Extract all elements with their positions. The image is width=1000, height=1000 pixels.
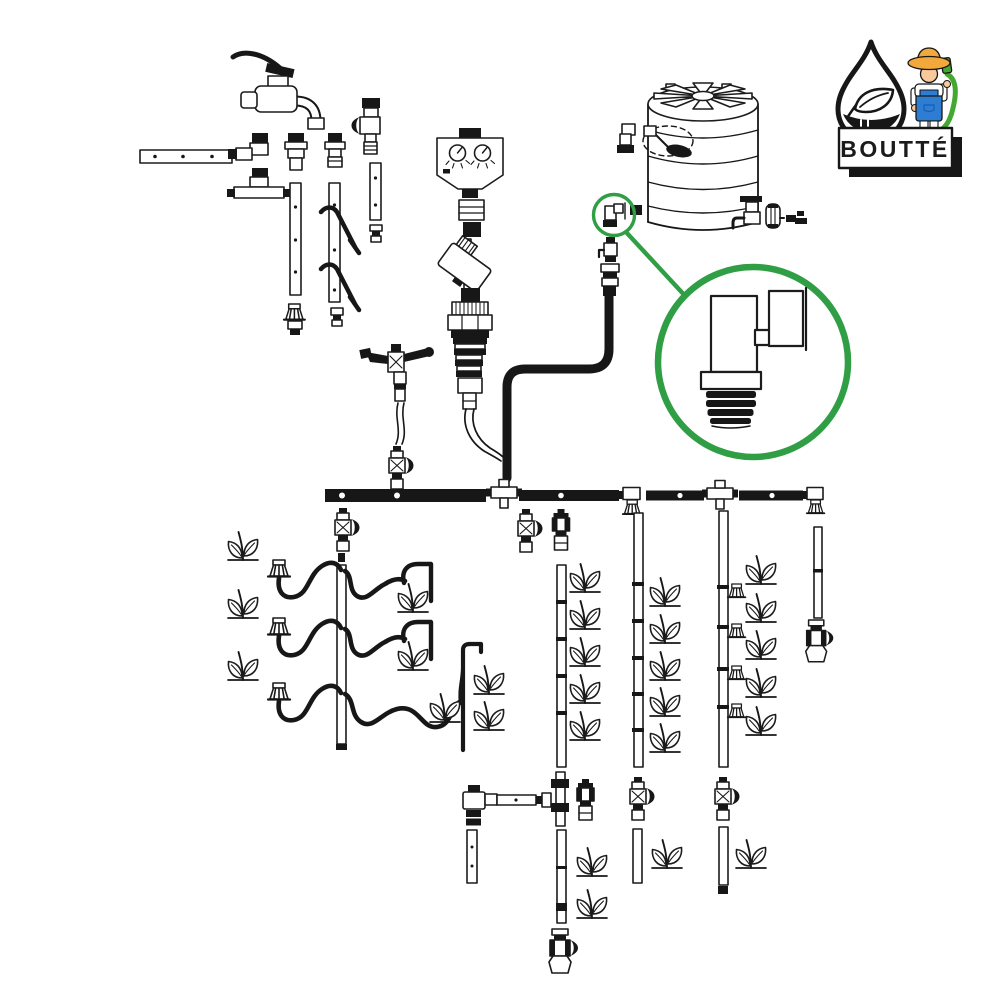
drip-line-3 (717, 510, 777, 768)
tank-lid-star (653, 82, 753, 110)
perforated-pipe-horizontal (139, 149, 233, 164)
plant (649, 687, 681, 717)
tap-thread-connector (284, 133, 308, 171)
impact-sprinkler (359, 344, 434, 445)
tank-inlet-elbow (617, 123, 636, 153)
pressure-reducer (447, 301, 493, 410)
plant (569, 711, 601, 741)
plant (227, 651, 259, 681)
sprinkler-on-base (548, 928, 579, 974)
drip-line-4 (804, 526, 835, 663)
micro-sprinkler (726, 703, 747, 719)
plant (576, 889, 608, 919)
watering-timer (436, 128, 504, 198)
perforated-pipe-vertical-3 (369, 162, 383, 243)
plant (745, 555, 777, 585)
inline-tap-valve-1 (334, 507, 361, 552)
micro-sprinkler-spare (282, 302, 306, 335)
hose-coupler-small (330, 307, 344, 327)
plant (649, 577, 681, 607)
plant (745, 593, 777, 623)
plant (576, 847, 608, 877)
filter-joint (461, 288, 480, 302)
ground-stake-1 (318, 205, 362, 256)
tank-mini-tap (597, 237, 618, 262)
inline-tap-valve-2 (517, 508, 544, 553)
reducer-outlet-tube (464, 408, 504, 462)
drip-line-2 (632, 512, 681, 768)
magnifier-small-circle (591, 192, 637, 238)
tank-elbow-fitting-small (603, 202, 626, 227)
inline-filter (437, 234, 492, 292)
wavy-drip-section (227, 531, 505, 753)
plant (569, 674, 601, 704)
plant (429, 693, 461, 723)
micro-sprinkler (726, 623, 747, 639)
plant (569, 600, 601, 630)
bottom-distribution (462, 771, 767, 974)
plant (473, 665, 505, 695)
plant (397, 641, 429, 671)
elbow-connector (462, 785, 498, 884)
brand-name: BOUTTÉ (840, 135, 950, 162)
inline-tap-valve-3 (629, 776, 656, 821)
mini-valve (779, 211, 807, 224)
drip-line-1 (556, 563, 601, 768)
threaded-elbow-tank-connector-zoomed (699, 286, 808, 429)
line-fitting-sprinkler-2 (801, 486, 826, 515)
brand-box (837, 126, 954, 170)
tee-connector-2 (701, 479, 739, 510)
float-valve (642, 125, 694, 158)
pressure-compensating-dripper-1 (551, 508, 571, 551)
perforated-pipe-vertical-1 (289, 182, 302, 296)
threaded-tee-adapter (227, 168, 291, 199)
pressure-compensating-dripper-2 (576, 778, 595, 821)
plant (745, 706, 777, 736)
end-cap (718, 886, 728, 894)
tank-outlet-stub (630, 205, 642, 215)
plant (569, 563, 601, 593)
quick-coupling (324, 133, 346, 168)
ground-stake-2 (318, 262, 362, 313)
plant (227, 531, 259, 561)
plant (649, 614, 681, 644)
main-supply-line (325, 478, 826, 515)
micro-sprinkler (726, 583, 747, 599)
barrel-connector (765, 203, 781, 229)
brand-logo: BOUTTÉ (835, 39, 962, 177)
garden-tap (230, 50, 325, 130)
plant (227, 589, 259, 619)
timer-coupling (458, 199, 485, 237)
tank-tap (731, 196, 762, 230)
plant (745, 630, 777, 660)
plant (735, 839, 767, 869)
micro-sprinkler (726, 665, 747, 681)
sprinkler-on-base (804, 619, 835, 663)
plant (569, 637, 601, 667)
micro-sprinkler (266, 558, 292, 578)
inline-tap-valve-4 (714, 776, 741, 821)
micro-sprinkler (266, 616, 292, 636)
micro-sprinkler (266, 681, 292, 701)
threaded-elbow-adapter (228, 133, 269, 161)
plant (651, 839, 683, 869)
gardener-mascot-icon (907, 47, 958, 142)
perforated-pipe-vertical-2 (328, 182, 341, 303)
water-tank (617, 82, 807, 231)
line-fitting-sprinkler-1 (617, 486, 643, 515)
ball-valve (351, 98, 381, 155)
plant (473, 701, 505, 731)
plant (397, 583, 429, 613)
callout-line (623, 229, 691, 302)
plant (649, 651, 681, 681)
plant (649, 723, 681, 753)
water-drop-leaf-icon (835, 39, 907, 145)
tee-connector-1 (485, 478, 523, 509)
supply-hose (502, 290, 614, 483)
riser-valve (388, 445, 415, 490)
bottom-tee (551, 771, 569, 827)
plant (745, 668, 777, 698)
